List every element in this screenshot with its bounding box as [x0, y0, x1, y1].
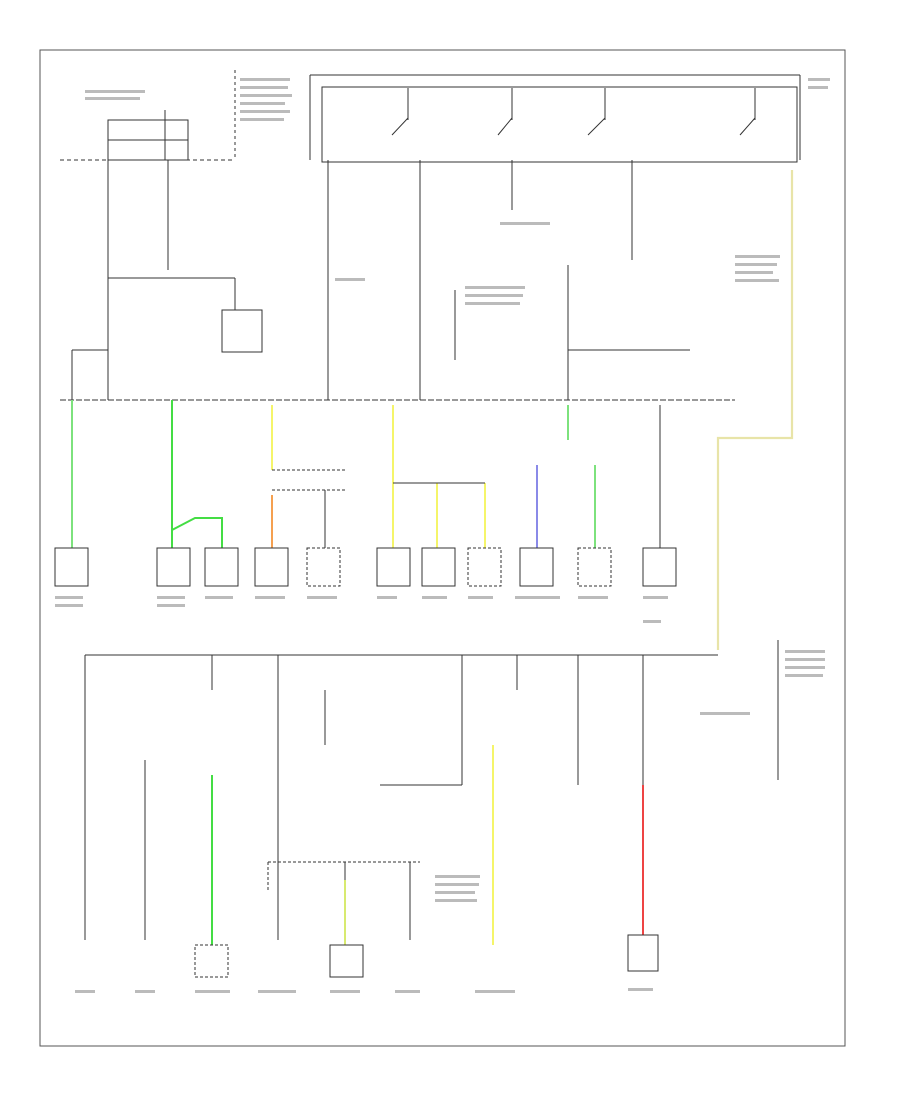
ignition-switch-box — [309, 74, 801, 163]
component-10 — [577, 547, 612, 587]
component-2 — [156, 547, 191, 587]
lower-wires — [84, 640, 779, 940]
lower-components — [194, 934, 659, 978]
component-6 — [376, 547, 411, 587]
component-5 — [306, 547, 341, 587]
lower-component-3 — [627, 934, 659, 972]
lower-component-1 — [194, 944, 229, 978]
component-4 — [254, 547, 289, 587]
lower-component-2 — [329, 944, 364, 978]
component-8 — [467, 547, 502, 587]
component-9 — [519, 547, 554, 587]
upper-feed-wires — [71, 160, 690, 400]
component-11 — [642, 547, 677, 587]
lower-colored-wires — [211, 745, 644, 945]
mid-wires — [71, 400, 661, 548]
diagram-frame — [39, 49, 846, 1047]
component-1 — [54, 547, 89, 587]
tan-wire-right — [716, 170, 794, 650]
mid-bus-lines — [272, 469, 485, 548]
faint-labels — [55, 78, 830, 993]
component-7 — [421, 547, 456, 587]
component-3 — [204, 547, 239, 587]
top-left-relay — [60, 70, 236, 400]
relay-component — [221, 309, 263, 353]
mid-components — [54, 547, 677, 587]
